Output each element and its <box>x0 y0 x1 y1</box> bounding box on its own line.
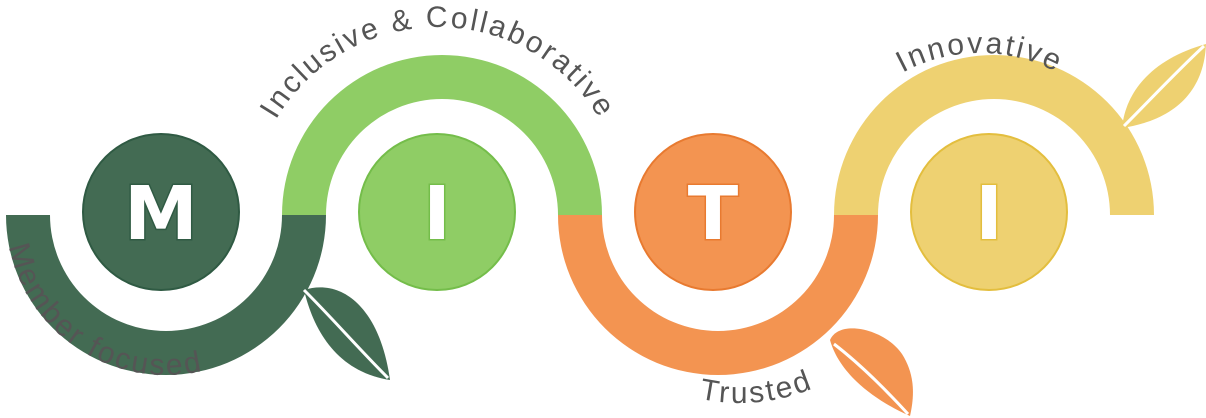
circle-i-inclusive <box>358 133 516 291</box>
wave-segment-trusted <box>558 215 878 375</box>
leaf-icon <box>1122 44 1206 128</box>
wave-segment-innovative <box>834 55 1154 215</box>
circle-m <box>82 133 240 291</box>
circle-t <box>634 133 792 291</box>
letter-i-inclusive: I <box>423 171 451 257</box>
leaf-icon <box>830 328 913 416</box>
circle-i-innovative <box>910 133 1068 291</box>
wave-segment-inclusive <box>282 55 602 215</box>
letter-t: T <box>688 171 739 257</box>
letter-i-innovative: I <box>975 171 1003 257</box>
letter-m: M <box>124 171 198 257</box>
leaf-icon <box>302 287 390 380</box>
wave-segment-member <box>6 215 326 375</box>
